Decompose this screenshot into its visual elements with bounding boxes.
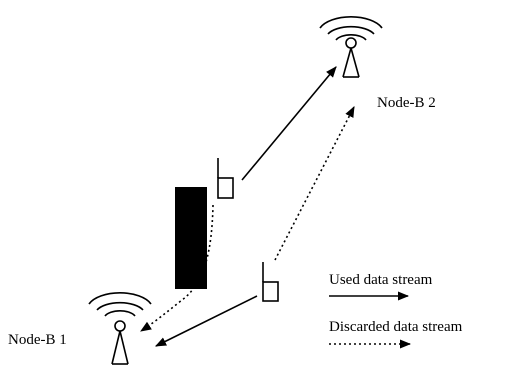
discarded-stream-arrow-to-node-b-2 (274, 106, 355, 261)
mobile-phone-icon-upper (217, 158, 234, 199)
mobile-phone-icon-lower (262, 262, 279, 302)
used-stream-arrow-to-node-b-2 (241, 66, 337, 181)
discarded-stream-arrow-to-node-b-1 (140, 204, 214, 332)
building-obstacle (175, 187, 207, 289)
used-stream-arrow-to-node-b-1 (154, 295, 258, 347)
node-b-1-antenna-icon (88, 292, 152, 365)
legend-used-label: Used data stream (329, 272, 433, 288)
legend-discarded-label: Discarded data stream (329, 319, 463, 335)
node-b-2-antenna-icon (319, 16, 383, 78)
node-b-2-label: Node-B 2 (377, 95, 436, 111)
node-b-1-label: Node-B 1 (8, 332, 67, 348)
